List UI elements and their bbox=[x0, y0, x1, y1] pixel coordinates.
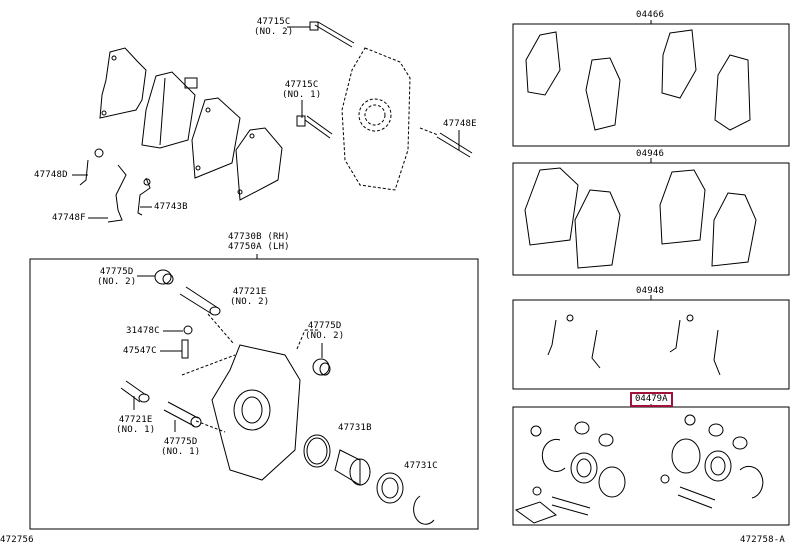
slide-bushing-boot bbox=[163, 401, 202, 428]
part-number: 47715C bbox=[256, 17, 291, 27]
caliper-bolt-no1 bbox=[296, 115, 333, 139]
figure-number: 472756 bbox=[0, 535, 34, 545]
label-47748F: 47748F bbox=[52, 213, 86, 223]
part-number: 47775D bbox=[99, 267, 134, 277]
part-number: 47721E bbox=[118, 415, 153, 425]
piston bbox=[334, 449, 371, 486]
label-47748E: 47748E bbox=[443, 119, 477, 129]
part-note: (NO. 1) bbox=[161, 447, 201, 457]
part-number: 47775D bbox=[307, 321, 342, 331]
label-47721E-no1: 47721E(NO. 1) bbox=[116, 415, 155, 435]
slide-pin-no1 bbox=[120, 380, 150, 403]
pad-wear-indicator bbox=[137, 177, 151, 216]
label-47715C-no2: 47715C(NO. 2) bbox=[254, 17, 293, 37]
part-note: (NO. 2) bbox=[97, 277, 137, 287]
kit-label-04479A-highlighted[interactable]: 04479A bbox=[630, 392, 673, 407]
set-ring bbox=[413, 495, 435, 525]
part-number: 47748E bbox=[443, 119, 477, 129]
kit-04479A-seals bbox=[514, 414, 764, 524]
kit-04946-shims bbox=[524, 167, 757, 269]
label-47731C: 47731C bbox=[404, 461, 438, 471]
part-number: 47547C bbox=[123, 346, 157, 356]
label-47743B: 47743B bbox=[154, 202, 188, 212]
guide-pin bbox=[436, 132, 473, 158]
figure-number-left: 472756 bbox=[0, 535, 34, 545]
shim-outer bbox=[99, 47, 147, 119]
kit-box-04946 bbox=[512, 162, 790, 276]
kit-04466-pads bbox=[525, 29, 751, 131]
bleeder-cap bbox=[183, 325, 193, 335]
anti-squeal-clip bbox=[79, 148, 104, 186]
figure-number-right: 472758-A bbox=[740, 535, 785, 545]
kit-label-04946[interactable]: 04946 bbox=[636, 149, 664, 159]
caliper-torque-plate bbox=[341, 47, 411, 191]
kit-box-04948 bbox=[512, 299, 790, 390]
part-number: 47748D bbox=[34, 170, 68, 180]
part-number: 47775D bbox=[163, 437, 198, 447]
bleeder-plug bbox=[181, 339, 189, 359]
caliper-body bbox=[211, 344, 301, 481]
pad-support-spring bbox=[107, 164, 127, 223]
label-47775D-no2-left: 47775D(NO. 2) bbox=[97, 267, 136, 287]
part-number: 47721E bbox=[232, 287, 267, 297]
label-47748D: 47748D bbox=[34, 170, 68, 180]
cylinder-boot-right bbox=[312, 358, 331, 376]
part-number: 47731B bbox=[338, 423, 372, 433]
label-47775D-no1: 47775D(NO. 1) bbox=[161, 437, 200, 457]
part-number-rh: 47730B (RH) bbox=[228, 232, 290, 242]
part-note: (NO. 2) bbox=[305, 331, 345, 341]
caliper-group-box bbox=[29, 258, 479, 530]
part-number[interactable]: 04466 bbox=[636, 10, 665, 20]
brake-pad-inner bbox=[191, 97, 241, 179]
label-caliper-assembly: 47730B (RH)47750A (LH) bbox=[228, 232, 290, 252]
part-number: 47731C bbox=[404, 461, 438, 471]
shim-inner bbox=[235, 127, 283, 201]
cylinder-boot bbox=[376, 472, 404, 504]
slide-pin-no2 bbox=[179, 286, 221, 316]
label-47547C: 47547C bbox=[123, 346, 157, 356]
part-note: (NO. 1) bbox=[282, 90, 322, 100]
part-number[interactable]: 04946 bbox=[636, 149, 665, 159]
part-number[interactable]: 04479A bbox=[635, 394, 668, 404]
part-number-lh: 47750A (LH) bbox=[228, 242, 290, 252]
kit-04948-clips bbox=[547, 314, 721, 376]
brake-pad-outer bbox=[141, 71, 198, 149]
label-47775D-no2-right: 47775D(NO. 2) bbox=[305, 321, 344, 341]
label-31478C: 31478C bbox=[126, 326, 160, 336]
part-number: 47748F bbox=[52, 213, 86, 223]
label-47721E-no2: 47721E(NO. 2) bbox=[230, 287, 269, 307]
kit-label-04948[interactable]: 04948 bbox=[636, 286, 664, 296]
label-47715C-no1: 47715C(NO. 1) bbox=[282, 80, 321, 100]
cylinder-boot-left bbox=[154, 269, 174, 285]
part-note: (NO. 1) bbox=[116, 425, 156, 435]
leader-lines bbox=[72, 26, 460, 432]
label-47731B: 47731B bbox=[338, 423, 372, 433]
caliper-bolt-no2 bbox=[309, 21, 355, 48]
kit-label-04466[interactable]: 04466 bbox=[636, 10, 664, 20]
part-note: (NO. 2) bbox=[254, 27, 294, 37]
part-number: 47715C bbox=[284, 80, 319, 90]
part-number[interactable]: 04948 bbox=[636, 286, 665, 296]
part-number: 47743B bbox=[154, 202, 188, 212]
kit-box-04466 bbox=[512, 23, 790, 147]
figure-number: 472758-A bbox=[740, 535, 785, 545]
part-number: 31478C bbox=[126, 326, 160, 336]
piston-seal bbox=[303, 434, 331, 468]
part-note: (NO. 2) bbox=[230, 297, 270, 307]
